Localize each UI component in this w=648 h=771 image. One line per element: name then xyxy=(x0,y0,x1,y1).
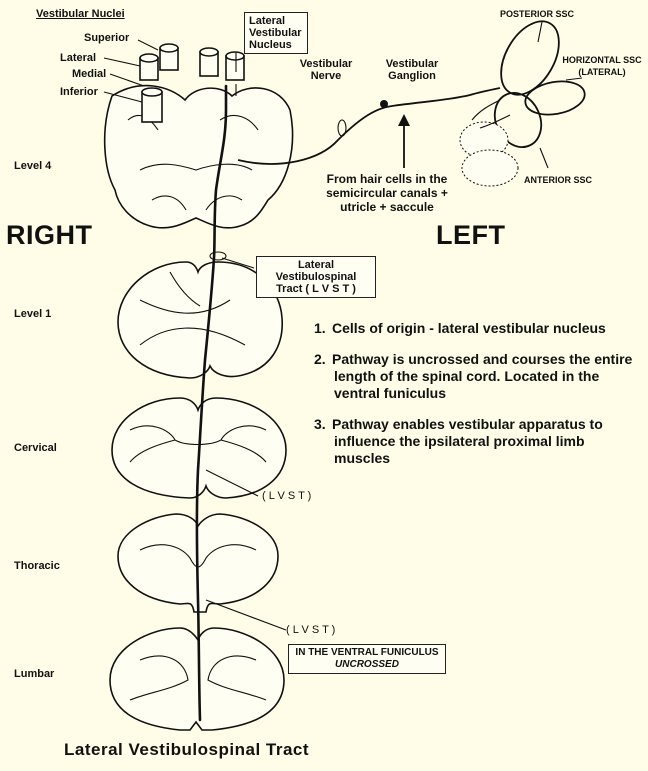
ventral-box-line2: UNCROSSED xyxy=(335,659,399,670)
spinal-section-lumbar xyxy=(109,627,285,731)
lateral-label: Lateral xyxy=(60,52,97,64)
medial-label: Medial xyxy=(72,68,107,80)
superior-label: Superior xyxy=(84,32,130,44)
vestibular-ganglion-label: Vestibular Ganglion xyxy=(385,58,439,82)
vestibular-nerve-line xyxy=(237,87,501,165)
lumbar-label: Lumbar xyxy=(14,668,55,680)
thoracic-lvst-leader xyxy=(205,599,287,631)
thoracic-lvst-label: ( L V S T ) xyxy=(286,624,336,636)
cervical-lvst-leader xyxy=(205,469,259,497)
cervical-lvst-label: ( L V S T ) xyxy=(262,490,312,502)
anterior-ssc-label: ANTERIOR SSC xyxy=(524,175,593,185)
level4-label: Level 4 xyxy=(14,160,52,172)
posterior-ssc-label: POSTERIOR SSC xyxy=(500,9,575,19)
vestibular-nuclei-header: Vestibular Nuclei xyxy=(36,8,125,20)
right-label: RIGHT xyxy=(6,220,93,250)
nerve-cut-marker xyxy=(337,119,347,137)
ventral-box-line1: IN THE VENTRAL FUNICULUS xyxy=(295,647,439,658)
lvst-box-leader xyxy=(221,257,255,269)
medial-leader xyxy=(109,73,145,87)
inferior-leader xyxy=(103,91,143,103)
inferior-label: Inferior xyxy=(60,86,98,98)
level1-label: Level 1 xyxy=(14,308,52,320)
left-label: LEFT xyxy=(436,220,506,250)
lvst-tract-line xyxy=(195,84,228,722)
lateral-leader xyxy=(103,57,141,67)
ventral-funiculus-box: IN THE VENTRAL FUNICULUS UNCROSSED xyxy=(288,644,446,674)
anterior-ssc-arrow xyxy=(539,147,549,169)
note-3-number: 3. xyxy=(314,416,326,432)
thoracic-label: Thoracic xyxy=(14,560,60,572)
note-3-text: Pathway enables vestibular apparatus to … xyxy=(332,416,603,466)
semicircular-canals xyxy=(459,20,586,187)
notes-list: 1. Cells of origin - lateral vestibular n… xyxy=(314,320,644,481)
note-3: 3. Pathway enables vestibular apparatus t… xyxy=(314,416,644,467)
medulla-section xyxy=(103,84,294,229)
horizontal-ssc-arrow xyxy=(565,77,583,81)
note-2-number: 2. xyxy=(314,351,326,367)
lvst-cut-marker xyxy=(209,251,227,261)
vestibular-nerve-label: Vestibular Nerve xyxy=(299,58,353,82)
note-2: 2. Pathway is uncrossed and courses the e… xyxy=(314,351,644,402)
horizontal-ssc-label: HORIZONTAL SSC (LATERAL) xyxy=(562,55,642,77)
posterior-ssc-arrow xyxy=(537,21,543,43)
lateral-vestibular-nucleus-box: Lateral Vestibular Nucleus xyxy=(244,12,308,54)
vestibular-nuclei xyxy=(139,43,245,123)
note-1: 1. Cells of origin - lateral vestibular n… xyxy=(314,320,644,337)
spinal-section-level1 xyxy=(117,261,283,379)
note-1-text: Cells of origin - lateral vestibular nuc… xyxy=(332,320,606,336)
superior-leader xyxy=(137,39,159,51)
hair-cells-label: From hair cells in the semicircular cana… xyxy=(326,172,448,214)
note-1-number: 1. xyxy=(314,320,326,336)
bottom-title: Lateral Vestibulospinal Tract xyxy=(64,740,310,759)
note-2-text: Pathway is uncrossed and courses the ent… xyxy=(332,351,633,401)
vestibular-ganglion-cell xyxy=(380,100,388,108)
cervical-label: Cervical xyxy=(14,442,57,454)
lvst-box: Lateral Vestibulospinal Tract ( L V S T … xyxy=(256,256,376,298)
